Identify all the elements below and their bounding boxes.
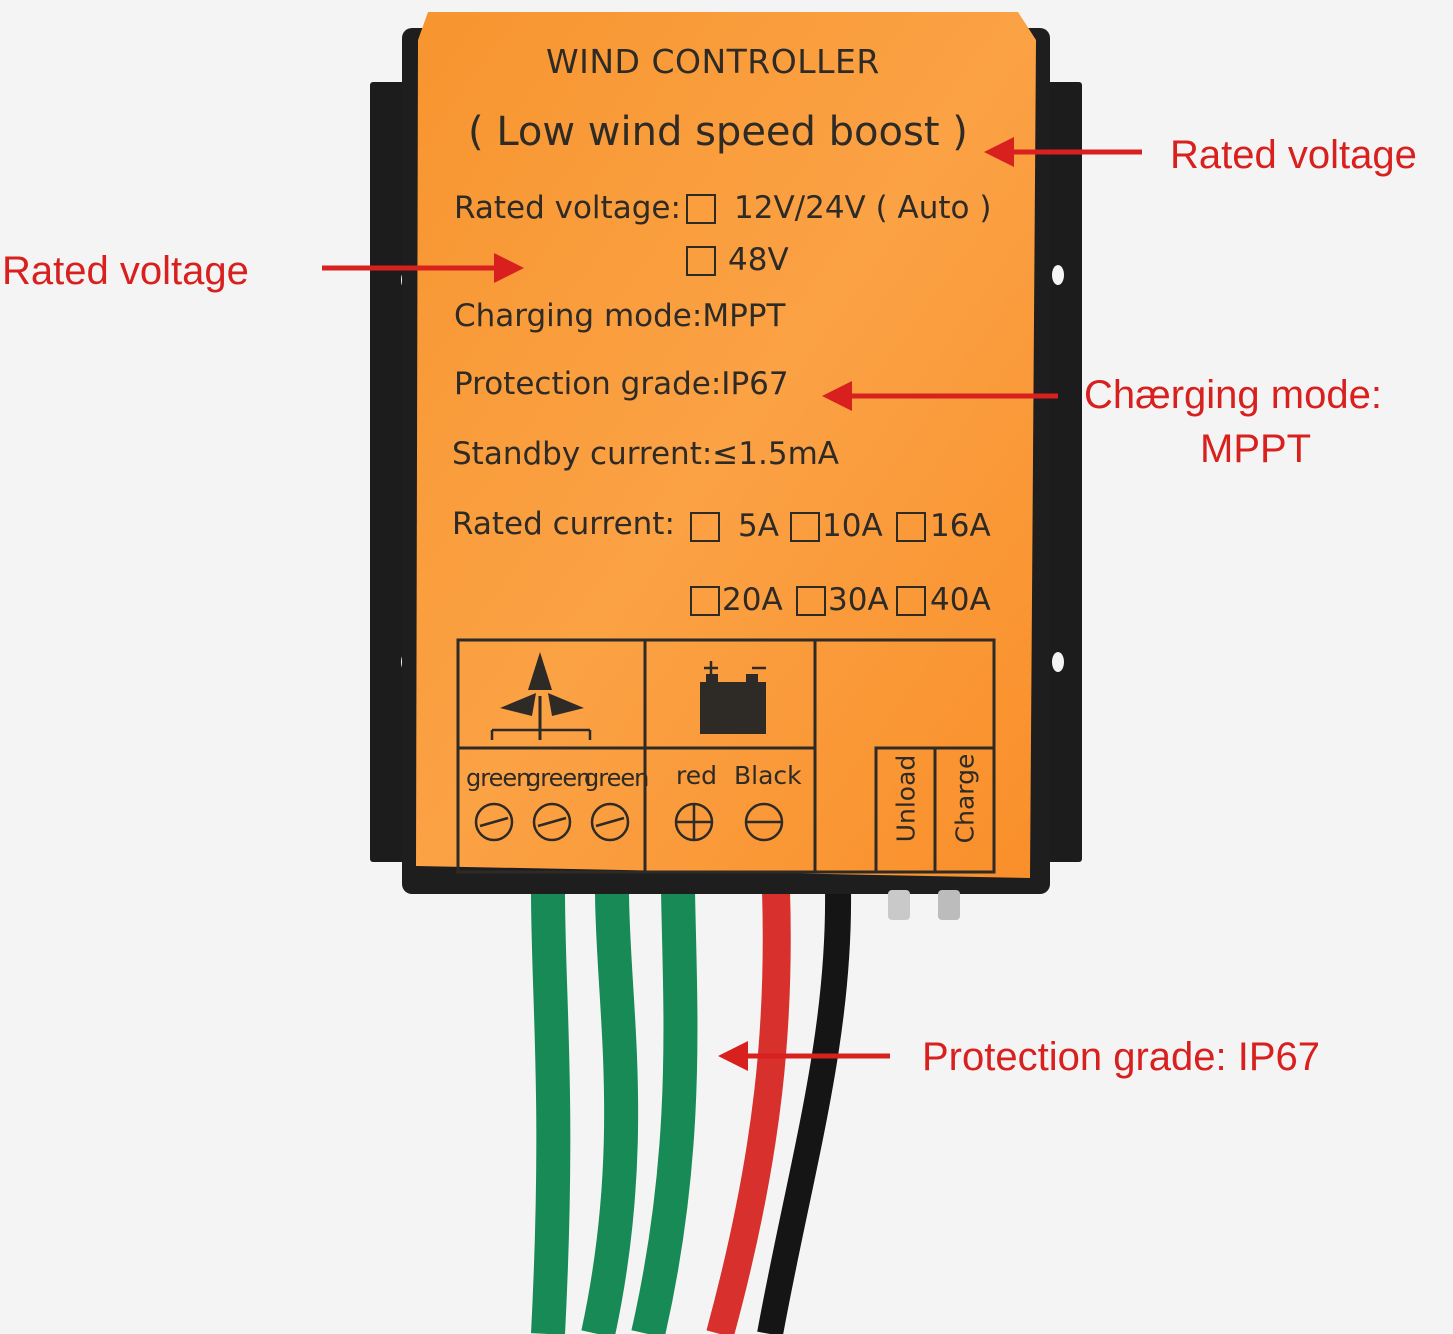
checkbox-16a (896, 512, 926, 542)
orange-label (416, 12, 1036, 878)
checkbox-10a (790, 512, 820, 542)
wire-label-red: red (676, 761, 717, 790)
checkbox-30a (796, 586, 826, 616)
indicator-label-charge: Charge (950, 753, 980, 844)
battery-icon (700, 661, 766, 734)
current-option-40a: 40A (930, 582, 991, 618)
charging-mode-text: Charging mode:MPPT (454, 298, 786, 334)
wire-label-green-1: green (466, 764, 531, 792)
callout-charging-mode-line1: Chærging mode: (1084, 373, 1382, 417)
led-indicators (888, 890, 960, 920)
current-option-16a: 16A (930, 508, 991, 544)
callout-rated-voltage-right: Rated voltage (1170, 133, 1417, 177)
checkbox-12-24v (686, 194, 716, 224)
current-option-20a: 20A (722, 582, 783, 618)
red-wire (706, 889, 791, 1334)
wires (531, 889, 852, 1334)
terminal-symbols (474, 802, 784, 842)
checkbox-48v (686, 246, 716, 276)
wire-label-green-2: green (526, 764, 591, 792)
rated-voltage-label: Rated voltage: (454, 190, 681, 226)
wind-turbine-icon (490, 652, 592, 740)
terminal-table (456, 638, 996, 874)
green-wire-1 (531, 889, 571, 1334)
green-wire-2 (581, 889, 639, 1334)
label-title: WIND CONTROLLER (546, 42, 880, 81)
current-option-5a: 5A (738, 508, 779, 544)
checkbox-20a (690, 586, 720, 616)
green-wire-3 (631, 889, 698, 1334)
current-option-10a: 10A (822, 508, 883, 544)
callout-charging-mode-line2: MPPT (1200, 427, 1312, 471)
callout-protection-grade: Protection grade: IP67 (922, 1035, 1321, 1079)
indicator-label-unload: Unload (891, 754, 921, 843)
black-wire (757, 889, 852, 1334)
standby-current-text: Standby current:≤1.5mA (452, 436, 839, 472)
voltage-option-12-24v: 12V/24V ( Auto ) (734, 190, 992, 226)
current-option-30a: 30A (828, 582, 889, 618)
checkbox-40a (896, 586, 926, 616)
callout-rated-voltage-left: Rated voltage (2, 249, 249, 293)
voltage-option-48v: 48V (728, 242, 789, 278)
wire-label-green-3: green (584, 764, 649, 792)
checkbox-5a (690, 512, 720, 542)
protection-grade-text: Protection grade:IP67 (454, 366, 789, 402)
wire-label-black: Black (734, 761, 802, 790)
callout-arrows (322, 137, 1142, 1071)
label-subtitle: ( Low wind speed boost ) (468, 109, 968, 155)
rated-current-label: Rated current: (452, 506, 675, 542)
